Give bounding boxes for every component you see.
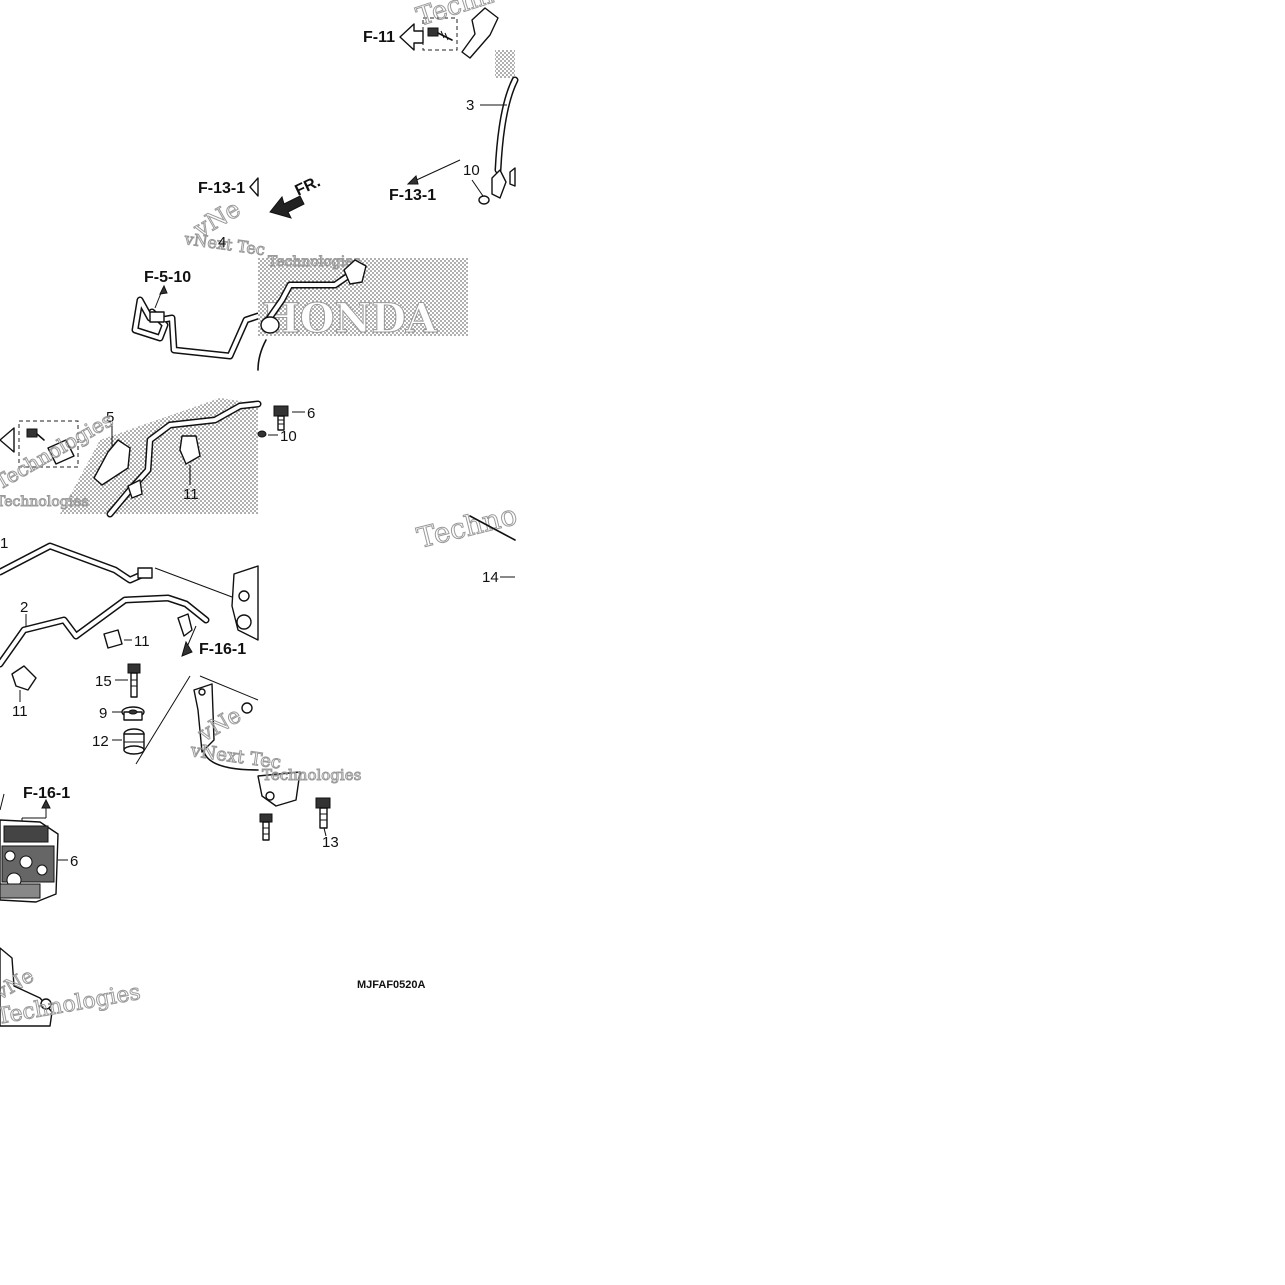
tile-bottom: F-16-1 6 Technologies 13 — [0, 766, 362, 903]
callout-3: 3 — [466, 97, 474, 114]
callout-9: 9 — [99, 705, 107, 722]
callout-14: 13 — [322, 834, 339, 851]
collar-9 — [121, 706, 145, 721]
bolt-small-icon — [26, 428, 45, 441]
watermark-text: Technologies — [262, 766, 361, 784]
watermark-text: Techno — [414, 498, 521, 555]
honda-watermark-text: HONDA — [262, 295, 438, 342]
pipe-clip — [47, 439, 75, 465]
ref-f-5-10: F-5-10 — [144, 269, 191, 286]
pipe-clamp — [343, 259, 367, 285]
mount-bracket — [193, 683, 215, 753]
pipe-joint — [149, 311, 165, 323]
pipe-nut — [177, 613, 193, 637]
bolt-16 — [127, 663, 141, 698]
tile-lower-left: 1 2 F-16-1 11 11 15 — [0, 535, 283, 774]
reference-arrow-icon — [0, 427, 15, 453]
watermark-text: Technologies — [0, 494, 89, 510]
flange-bolt-14 — [315, 797, 331, 829]
pipe-clamp-5 — [93, 439, 131, 486]
tile-bottom-left: vNe Technologies — [0, 947, 143, 1030]
flange-bolt-8 — [273, 405, 289, 431]
ref-f-11: F-11 — [363, 29, 395, 46]
ref-f-13-1-a: F-13-1 — [198, 180, 245, 197]
callout-6: 6 — [70, 853, 78, 870]
pipe-nut — [127, 479, 143, 499]
callout-8: 6 — [307, 405, 315, 422]
pipe-nut — [260, 316, 280, 334]
sealing-washer-10 — [257, 430, 267, 438]
pipe-clip-12 — [103, 629, 123, 649]
callout-2: 2 — [20, 599, 28, 616]
hose-bracket — [461, 7, 499, 59]
reference-arrow-icon — [249, 177, 259, 197]
callout-10-b: 10 — [280, 428, 297, 445]
watermark-text: Technologies — [268, 254, 361, 270]
svg-text:FR.: FR. — [293, 173, 324, 199]
abs-modulator-6 — [0, 819, 59, 903]
callout-11-b: 11 — [12, 703, 28, 720]
pipe-nut — [137, 567, 153, 579]
reference-arrow-icon — [399, 23, 424, 51]
sealing-washer-10 — [478, 195, 490, 205]
callout-12: 11 — [134, 633, 150, 650]
hose-fitting — [491, 169, 507, 199]
brake-pipe-4 — [131, 296, 262, 360]
detail-box — [18, 420, 79, 468]
shading-patch — [495, 50, 515, 78]
pipe-clamp-11 — [11, 665, 37, 691]
brake-pipe-2 — [0, 594, 210, 668]
callout-5: 5 — [106, 409, 114, 426]
drawing-code: MJFAF0520A — [357, 979, 426, 991]
callout-11-a: 11 — [183, 486, 199, 503]
callout-10-a: 10 — [463, 162, 480, 179]
rubber-mount-13 — [123, 728, 145, 755]
callout-15: 14 — [482, 569, 499, 586]
ref-f-16-1-b: F-16-1 — [23, 785, 70, 802]
tile-upper-right: F-11 3 10 F-13-1 Techn — [363, 0, 519, 205]
flange-bolt — [259, 813, 273, 841]
bolt-small-icon — [427, 27, 453, 41]
ref-f-16-1-a: F-16-1 — [199, 641, 246, 658]
front-direction-arrow-icon: FR. — [269, 173, 324, 219]
shading-patch — [60, 398, 258, 514]
ref-f-13-1-b: F-13-1 — [389, 187, 436, 204]
callout-4: 4 — [218, 234, 226, 251]
callout-13: 12 — [92, 733, 109, 750]
callout-16: 15 — [95, 673, 112, 690]
callout-1: 1 — [0, 535, 8, 552]
tile-center: HONDA Technologies — [257, 254, 468, 371]
pipe-clamp-11 — [179, 435, 201, 465]
